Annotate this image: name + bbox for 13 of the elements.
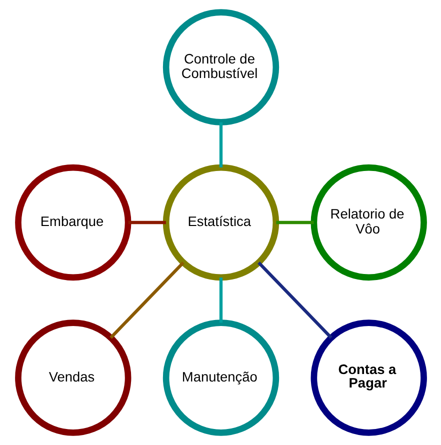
connector (109, 262, 184, 339)
connector (218, 278, 222, 323)
node-circle: Manutenção (162, 320, 279, 436)
node-circle: Estatística (162, 164, 279, 281)
connector (218, 122, 222, 168)
connector (276, 220, 314, 224)
node-circle: Vendas (14, 320, 131, 436)
connector (257, 262, 332, 339)
node-circle: Controle de Combustível (162, 9, 279, 126)
node-circle: Embarque (14, 164, 131, 281)
node-circle: Contas a Pagar (310, 320, 426, 436)
connector (128, 220, 166, 224)
node-circle: Relatorio de Vôo (310, 164, 426, 281)
